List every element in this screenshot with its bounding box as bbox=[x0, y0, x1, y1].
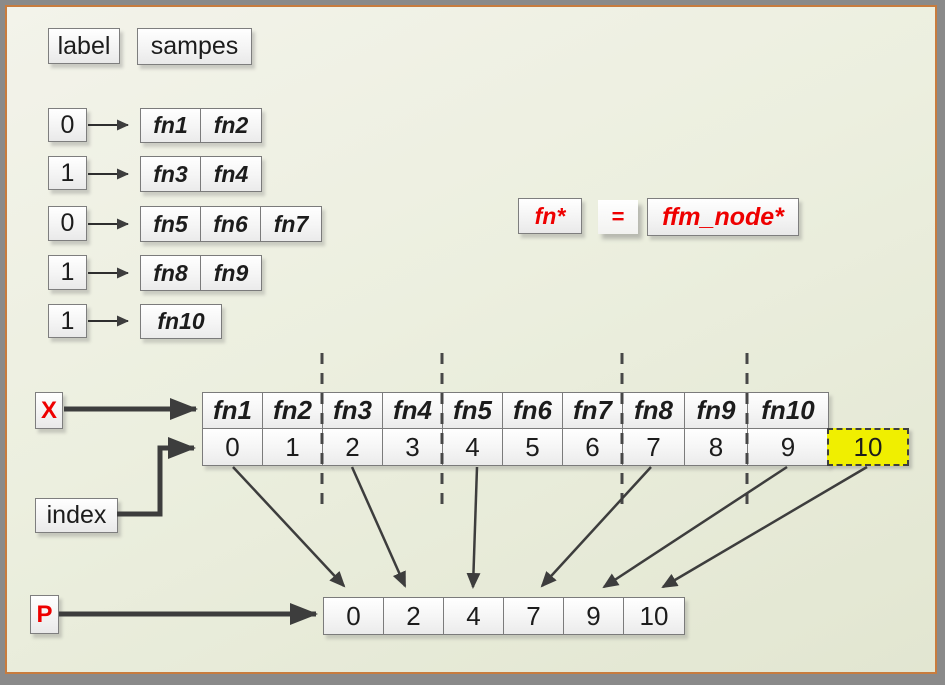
sample-4-nodes: fn8 fn9 bbox=[140, 255, 262, 291]
sample-1-label: 0 bbox=[60, 110, 75, 139]
p-array-cell: 9 bbox=[564, 598, 624, 634]
legend-samples-box: sampes bbox=[137, 28, 252, 65]
node-cell: fn10 bbox=[141, 305, 221, 338]
x-index-cell: 8 bbox=[685, 429, 748, 465]
x-pointer-box: X bbox=[35, 392, 63, 429]
p-array-cell: 2 bbox=[384, 598, 444, 634]
x-index-cell: 6 bbox=[563, 429, 623, 465]
index-label-box: index bbox=[35, 498, 118, 533]
legend-label-text: label bbox=[57, 31, 111, 60]
sample-1-nodes: fn1 fn2 bbox=[140, 108, 262, 143]
type-right-box: ffm_node* bbox=[647, 198, 799, 236]
node-cell: fn1 bbox=[141, 109, 201, 142]
x-index-cell: 2 bbox=[323, 429, 383, 465]
x-pointer-label: X bbox=[40, 396, 57, 424]
x-feature-cell: fn3 bbox=[323, 393, 383, 428]
node-cell: fn5 bbox=[141, 207, 201, 241]
x-index-highlight-cell: 10 bbox=[827, 428, 909, 466]
sample-5-label: 1 bbox=[60, 306, 75, 335]
x-feature-row: fn1 fn2 fn3 fn4 fn5 fn6 fn7 fn8 fn9 fn10 bbox=[202, 392, 829, 429]
node-cell: fn8 bbox=[141, 256, 201, 290]
sample-4-label: 1 bbox=[60, 258, 75, 286]
p-array-cell: 7 bbox=[504, 598, 564, 634]
x-feature-cell: fn9 bbox=[685, 393, 748, 428]
legend-label-box: label bbox=[48, 28, 120, 64]
sample-3-nodes: fn5 fn6 fn7 bbox=[140, 206, 322, 242]
sample-3-label-box: 0 bbox=[48, 206, 87, 241]
p-array-cell: 10 bbox=[624, 598, 684, 634]
x-index-cell: 7 bbox=[623, 429, 685, 465]
x-feature-cell: fn2 bbox=[263, 393, 323, 428]
node-cell: fn4 bbox=[201, 157, 261, 191]
index-label-text: index bbox=[46, 501, 107, 529]
equals-sign: = bbox=[611, 204, 625, 229]
node-cell: fn9 bbox=[201, 256, 261, 290]
highlighted-index-value: 10 bbox=[853, 431, 883, 462]
p-pointer-label: P bbox=[36, 600, 53, 628]
diagram-canvas bbox=[5, 5, 937, 674]
x-index-cell: 3 bbox=[383, 429, 443, 465]
sample-4-label-box: 1 bbox=[48, 255, 87, 290]
node-cell: fn3 bbox=[141, 157, 201, 191]
p-array-cell: 4 bbox=[444, 598, 504, 634]
type-left-text: fn* bbox=[534, 202, 566, 229]
sample-3-label: 0 bbox=[60, 209, 75, 237]
sample-5-label-box: 1 bbox=[48, 304, 87, 338]
p-array-row: 0 2 4 7 9 10 bbox=[323, 597, 685, 635]
type-left-box: fn* bbox=[518, 198, 582, 234]
sample-5-nodes: fn10 bbox=[140, 304, 222, 339]
node-cell: fn7 bbox=[261, 207, 321, 241]
type-right-text: ffm_node* bbox=[662, 202, 784, 231]
x-feature-cell: fn7 bbox=[563, 393, 623, 428]
p-pointer-box: P bbox=[30, 595, 59, 634]
legend-samples-text: sampes bbox=[150, 32, 239, 60]
sample-2-nodes: fn3 fn4 bbox=[140, 156, 262, 192]
x-feature-cell: fn1 bbox=[203, 393, 263, 428]
x-feature-cell: fn6 bbox=[503, 393, 563, 428]
sample-1-label-box: 0 bbox=[48, 108, 87, 142]
x-index-cell: 0 bbox=[203, 429, 263, 465]
x-feature-cell: fn10 bbox=[748, 393, 828, 428]
node-cell: fn6 bbox=[201, 207, 261, 241]
x-feature-cell: fn5 bbox=[443, 393, 503, 428]
x-index-cell: 4 bbox=[443, 429, 503, 465]
sample-2-label-box: 1 bbox=[48, 156, 87, 190]
x-index-cell: 9 bbox=[748, 429, 828, 465]
x-index-cell: 1 bbox=[263, 429, 323, 465]
x-feature-cell: fn8 bbox=[623, 393, 685, 428]
x-feature-cell: fn4 bbox=[383, 393, 443, 428]
sample-2-label: 1 bbox=[60, 158, 75, 187]
node-cell: fn2 bbox=[201, 109, 261, 142]
p-array-cell: 0 bbox=[324, 598, 384, 634]
x-index-row: 0 1 2 3 4 5 6 7 8 9 bbox=[202, 428, 829, 466]
type-equals-box: = bbox=[598, 200, 638, 234]
x-index-cell: 5 bbox=[503, 429, 563, 465]
